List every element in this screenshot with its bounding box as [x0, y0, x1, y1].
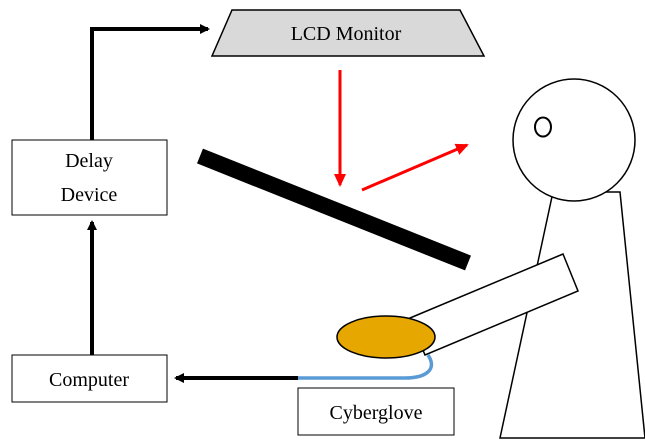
delay-device-label-line2: Device	[61, 184, 118, 206]
lcd-monitor: LCD Monitor	[210, 9, 486, 57]
delay-device: Delay Device	[11, 139, 168, 216]
person	[336, 78, 645, 439]
cyberglove: Cyberglove	[297, 387, 455, 436]
cyberglove-box	[297, 387, 455, 436]
glove-cable	[298, 354, 434, 380]
computer-label: Computer	[49, 369, 129, 391]
delay-device-label-line1: Delay	[65, 150, 113, 172]
delay-device-box	[11, 139, 168, 216]
light-ray-reflected-arrow	[361, 143, 469, 192]
person-eye	[534, 116, 552, 138]
computer: Computer	[11, 354, 168, 403]
lcd-monitor-label: LCD Monitor	[291, 23, 402, 45]
delay-to-monitor-arrow	[90, 24, 210, 140]
mirror	[197, 148, 471, 271]
computer-box	[11, 354, 168, 403]
cyberglove-label: Cyberglove	[330, 402, 423, 424]
person-hand	[336, 315, 436, 359]
person-head	[512, 78, 636, 202]
lcd-monitor-shape	[210, 9, 486, 57]
